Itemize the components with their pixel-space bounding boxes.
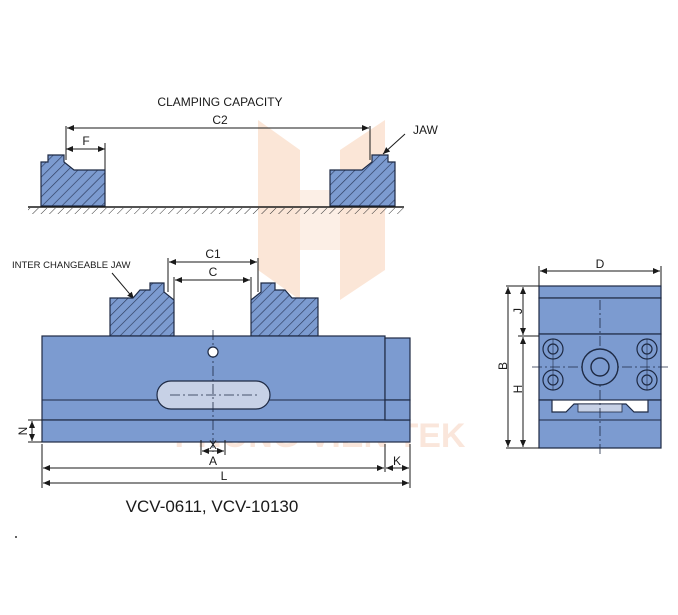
front-left-jaw: [109, 282, 175, 337]
clamping-capacity-view: CLAMPING CAPACITY C2 F JAW: [28, 95, 439, 214]
front-hole: [207, 346, 219, 358]
b-label: B: [496, 362, 510, 370]
f-label: F: [82, 134, 89, 148]
c-label: C: [209, 265, 218, 279]
h-label: H: [511, 385, 525, 394]
screw-end-block: [384, 337, 411, 401]
a-label: A: [209, 454, 217, 468]
c2-label: C2: [212, 113, 228, 127]
k-label: K: [393, 454, 401, 468]
stray-dot: [15, 536, 17, 538]
right-jaw-section: [329, 154, 396, 207]
x-label: X: [209, 438, 217, 452]
model-caption: VCV-0611, VCV-10130: [126, 497, 299, 516]
side-jaw-plate: [538, 285, 662, 299]
jaw-leader: [382, 133, 406, 155]
n-label: N: [16, 427, 30, 436]
interchangeable-jaw-callout: INTER CHANGEABLE JAW: [12, 260, 130, 271]
clamping-capacity-title: CLAMPING CAPACITY: [157, 95, 282, 109]
side-boss-inner: [590, 357, 610, 377]
side-view: D: [496, 257, 668, 456]
end-block-lower: [384, 399, 411, 421]
d-label: D: [596, 257, 605, 271]
c1-label: C1: [205, 247, 221, 261]
l-label: L: [221, 469, 228, 483]
left-jaw-section: [40, 154, 106, 207]
ground-hatch: [28, 208, 404, 214]
jaw-callout: JAW: [413, 123, 439, 137]
front-view: INTER CHANGEABLE JAW C1 C N: [12, 247, 411, 516]
side-base: [538, 399, 662, 449]
front-right-jaw: [250, 282, 319, 337]
interchangeable-jaw-leader: [111, 272, 135, 300]
vise-base: [41, 419, 411, 443]
j-label: J: [511, 308, 525, 314]
